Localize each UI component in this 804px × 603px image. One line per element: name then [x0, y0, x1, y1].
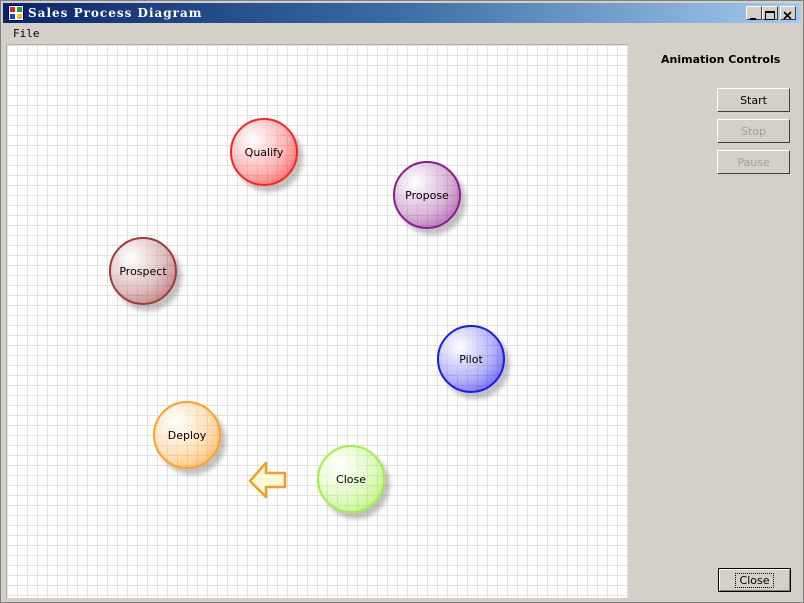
stop-label: Stop	[740, 124, 766, 138]
animation-controls-title: Animation Controls	[661, 53, 781, 66]
node-propose[interactable]: Propose	[393, 161, 461, 229]
close-icon	[783, 11, 792, 20]
node-label: Deploy	[167, 428, 207, 442]
stop-button[interactable]: Stop	[717, 119, 790, 143]
node-pilot[interactable]: Pilot	[437, 325, 505, 393]
diagram-canvas[interactable]: Qualify Propose Prospect Pilot Deploy Cl…	[6, 44, 628, 598]
title-bar: Sales Process Diagram	[3, 3, 801, 23]
minimize-icon	[750, 18, 756, 20]
menu-bar: File	[3, 24, 801, 43]
node-deploy[interactable]: Deploy	[153, 401, 221, 469]
pause-label: Pause	[737, 155, 770, 169]
window-title: Sales Process Diagram	[28, 6, 203, 20]
menu-file[interactable]: File	[13, 27, 40, 40]
start-button[interactable]: Start	[717, 88, 790, 112]
node-close[interactable]: Close	[317, 445, 385, 513]
pause-button[interactable]: Pause	[717, 150, 790, 174]
node-label: Close	[336, 472, 366, 486]
start-label: Start	[740, 93, 767, 107]
close-button[interactable]: Close	[718, 568, 791, 592]
node-label: Pilot	[459, 352, 483, 366]
node-label: Prospect	[119, 264, 167, 278]
maximize-icon	[765, 11, 775, 20]
node-label: Qualify	[244, 145, 284, 159]
app-icon	[8, 5, 24, 21]
minimize-button[interactable]	[746, 6, 762, 20]
flow-arrow-icon	[248, 461, 287, 499]
node-label: Propose	[405, 188, 449, 202]
node-qualify[interactable]: Qualify	[230, 118, 298, 186]
node-prospect[interactable]: Prospect	[109, 237, 177, 305]
close-label: Close	[734, 572, 775, 588]
close-window-button[interactable]	[780, 6, 796, 20]
maximize-button[interactable]	[762, 6, 778, 20]
